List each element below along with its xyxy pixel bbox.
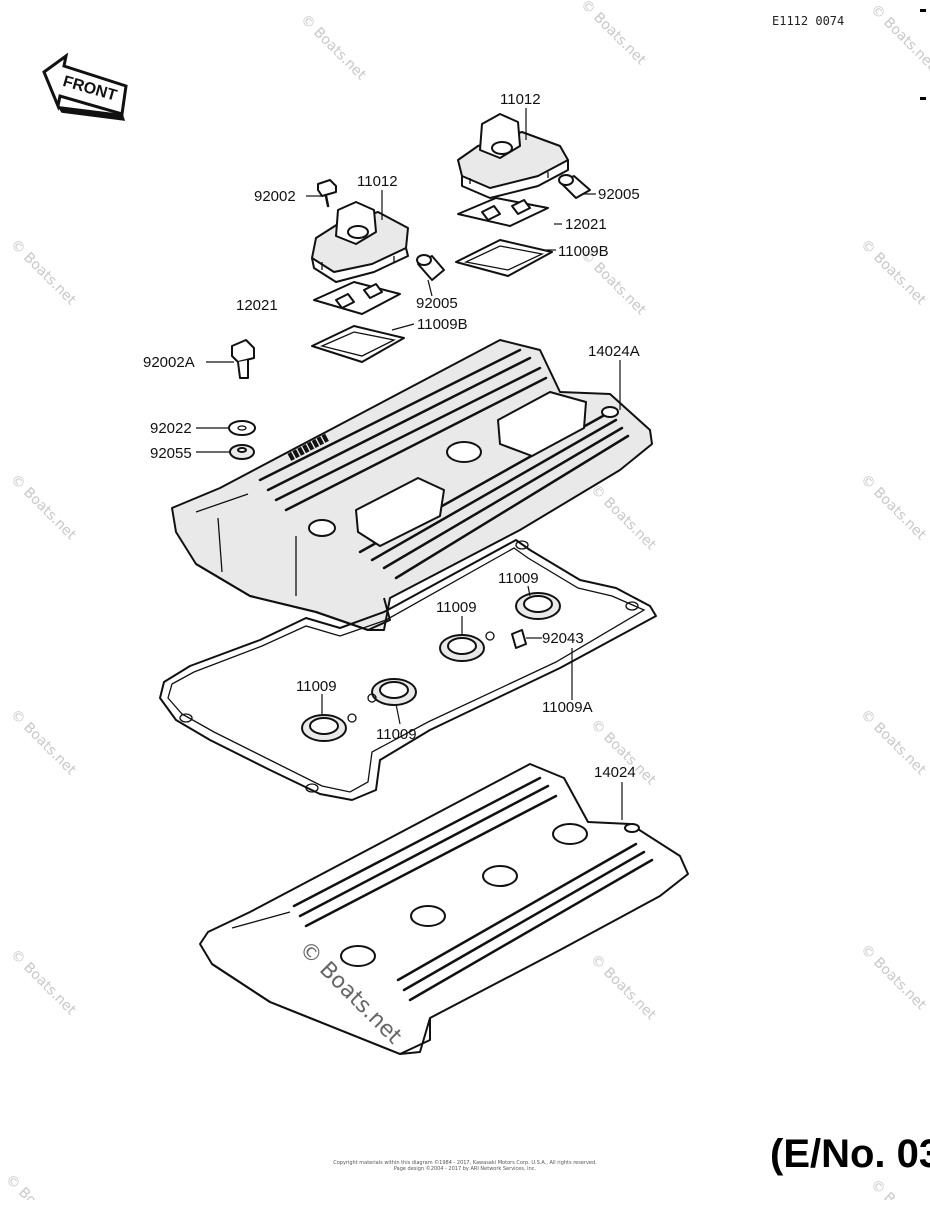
- copyright-line: Page design ©2004 - 2017 by ARI Network …: [393, 1166, 537, 1172]
- gasket-12021-left: [313, 281, 401, 315]
- watermark-text: © Boats.net: [857, 942, 929, 1014]
- bolt-92002: [317, 179, 337, 208]
- watermark-text: © Boats.net: [577, 0, 649, 69]
- gasket-11009A: [159, 539, 657, 801]
- part-labels: 11012 11012 92002 92005 12021 11009B 920…: [143, 91, 640, 781]
- part-label-11009: 11009: [436, 599, 477, 616]
- washer-92022: [228, 420, 256, 436]
- part-label-11012: 11012: [357, 173, 398, 190]
- reference-number: (E/No. 03: [770, 1132, 930, 1176]
- breather-cover-right: [457, 113, 569, 199]
- breather-cover-left: [311, 201, 409, 283]
- diagram-code: E1112 0074: [772, 14, 845, 28]
- watermark-text: © Boats.net: [2, 1172, 74, 1200]
- plug-seal-11009-d: [301, 713, 357, 742]
- bolt-92002A: [231, 339, 255, 379]
- part-label-92055: 92055: [150, 445, 192, 462]
- part-label-11009: 11009: [376, 726, 417, 743]
- copyright-line: Copyright materials within this diagram …: [333, 1160, 597, 1166]
- part-label-11009B: 11009B: [417, 316, 468, 333]
- watermark-text: © Boats.net: [297, 12, 369, 84]
- watermark-text: © Boats.net: [857, 472, 929, 544]
- part-label-14024: 14024: [594, 764, 636, 781]
- watermark-text: © Boats.net: [7, 472, 79, 544]
- watermark-text: © Boats.net: [867, 1177, 930, 1200]
- part-label-11012: 11012: [500, 91, 541, 108]
- watermark-text: © Boats.net: [857, 707, 929, 779]
- part-label-92005: 92005: [598, 186, 640, 203]
- copyright-notice: Copyright materials within this diagram …: [300, 1160, 630, 1172]
- part-label-92005: 92005: [416, 295, 458, 312]
- gasket-11009B-left: [311, 325, 405, 363]
- plug-seal-11009-a: [515, 592, 561, 620]
- watermark-text: © Boats.net: [7, 707, 79, 779]
- part-label-11009B: 11009B: [558, 243, 609, 260]
- gasket-11009B-right: [455, 239, 553, 277]
- plug-seal-11009-b: [439, 631, 495, 662]
- part-label-11009: 11009: [498, 570, 539, 587]
- part-label-12021: 12021: [236, 297, 278, 314]
- plug-92005-right: [558, 174, 591, 199]
- leader-lines: [196, 108, 623, 820]
- plug-92005-left: [416, 254, 445, 281]
- part-label-92002A: 92002A: [143, 354, 195, 371]
- part-label-11009A: 11009A: [542, 699, 593, 716]
- part-label-92022: 92022: [150, 420, 192, 437]
- part-label-12021: 12021: [565, 216, 607, 233]
- watermark-text: © Boats.net: [7, 237, 79, 309]
- gasket-12021-right: [457, 197, 549, 227]
- watermark-text: © Boats.net: [587, 952, 659, 1024]
- part-label-92043: 92043: [542, 630, 584, 647]
- watermark-text: © Boats.net: [587, 482, 659, 554]
- edge-mark: [920, 97, 926, 100]
- part-label-14024A: 14024A: [588, 343, 640, 360]
- watermark-text: © Boats.net: [867, 2, 930, 74]
- dowel-pin-92043: [511, 629, 527, 649]
- head-cover-14024A: ▮▮▮▮▮▮▮▮: [171, 339, 653, 631]
- head-cover-14024: © Boats.net: [199, 763, 689, 1055]
- grommet-92055: [229, 444, 255, 460]
- plug-seal-11009-c: [367, 678, 417, 706]
- watermark-text: © Boats.net: [857, 237, 929, 309]
- part-label-11009: 11009: [296, 678, 337, 695]
- part-label-92002: 92002: [254, 188, 296, 205]
- watermark-text: © Boats.net: [7, 947, 79, 1019]
- edge-mark: [920, 9, 926, 12]
- front-arrow-icon: FRONT: [42, 52, 128, 121]
